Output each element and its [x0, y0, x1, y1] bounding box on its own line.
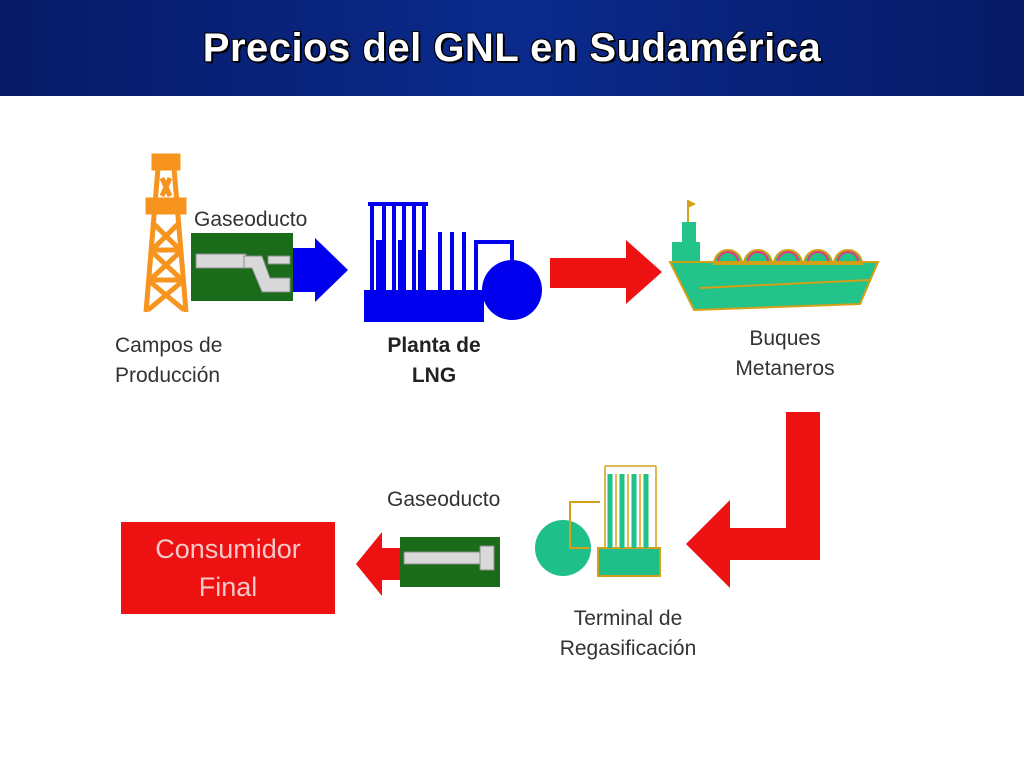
page-title: Precios del GNL en Sudamérica	[202, 25, 822, 70]
label-planta-line2: LNG	[411, 364, 457, 387]
label-campos-line2: Producción	[115, 364, 221, 387]
label-terminal-line2: Regasificación	[559, 637, 697, 660]
arrow-right-red-icon	[550, 240, 662, 304]
arrow-right-blue-icon	[293, 238, 348, 302]
consumidor-line1: Consumidor	[155, 534, 301, 564]
consumidor-line2: Final	[198, 572, 258, 602]
lng-ship-icon	[668, 200, 880, 312]
lng-plant-icon	[364, 202, 542, 322]
arrow-bend-red-icon	[686, 412, 820, 588]
label-campos-line1: Campos de	[115, 334, 223, 357]
lng-chain-diagram	[143, 153, 880, 596]
label-gaseoducto-top: Gaseoducto	[194, 208, 308, 231]
label-buques-line2: Metaneros	[735, 357, 835, 380]
arrow-left-red-icon	[356, 532, 400, 596]
label-gaseoducto-bottom: Gaseoducto	[387, 488, 501, 511]
regasification-terminal-icon	[535, 465, 661, 577]
pipeline-top-icon	[191, 233, 293, 301]
oil-derrick-icon	[143, 153, 189, 313]
pipeline-bottom-icon	[400, 537, 500, 587]
consumidor-final-box: Consumidor Final	[121, 522, 335, 614]
label-buques-line1: Buques	[749, 327, 821, 350]
label-planta-line1: Planta de	[387, 334, 481, 357]
header-banner: Precios del GNL en Sudamérica	[0, 0, 1024, 96]
label-terminal-line1: Terminal de	[573, 607, 683, 630]
